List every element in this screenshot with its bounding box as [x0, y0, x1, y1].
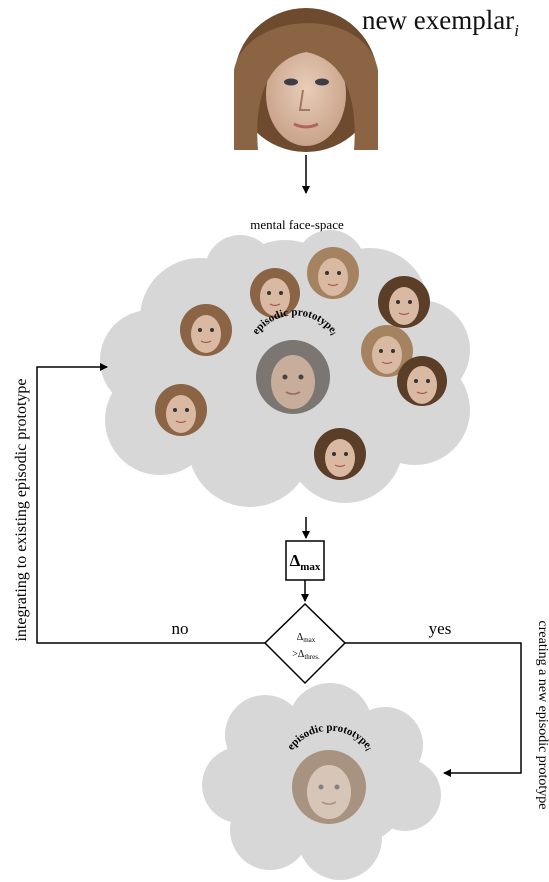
yes-label: yes [429, 619, 452, 638]
new-exemplar-title: new exemplari [362, 5, 519, 40]
new-exemplar-face-icon [234, 8, 378, 152]
creating-label: creating a new episodic prototype [535, 621, 549, 810]
face-icon-3 [378, 276, 430, 328]
face-icon-7 [155, 384, 207, 436]
yes-branch-line [345, 642, 522, 777]
face-icon-8 [314, 428, 366, 480]
face-icon-6 [397, 356, 447, 406]
integrating-label: integrating to existing episodic prototy… [13, 378, 30, 641]
face-icon-1 [250, 268, 300, 318]
no-branch-line [36, 363, 265, 644]
delta-max-box: Δmax [285, 540, 325, 581]
face-icon-2 [307, 247, 359, 299]
svg-text:Δmax: Δmax [297, 632, 316, 644]
new-episodic-prototype-face-icon [292, 750, 366, 824]
svg-text:Δmax: Δmax [290, 551, 321, 573]
face-icon-4 [180, 304, 232, 356]
episodic-prototype-face-icon [256, 340, 330, 414]
decision-diamond: Δmax >Δthres. [263, 602, 347, 685]
svg-text:>Δthres.: >Δthres. [292, 649, 320, 661]
mental-face-space-label: mental face-space [250, 217, 344, 232]
no-label: no [172, 619, 189, 638]
face-icon-5 [361, 325, 413, 377]
